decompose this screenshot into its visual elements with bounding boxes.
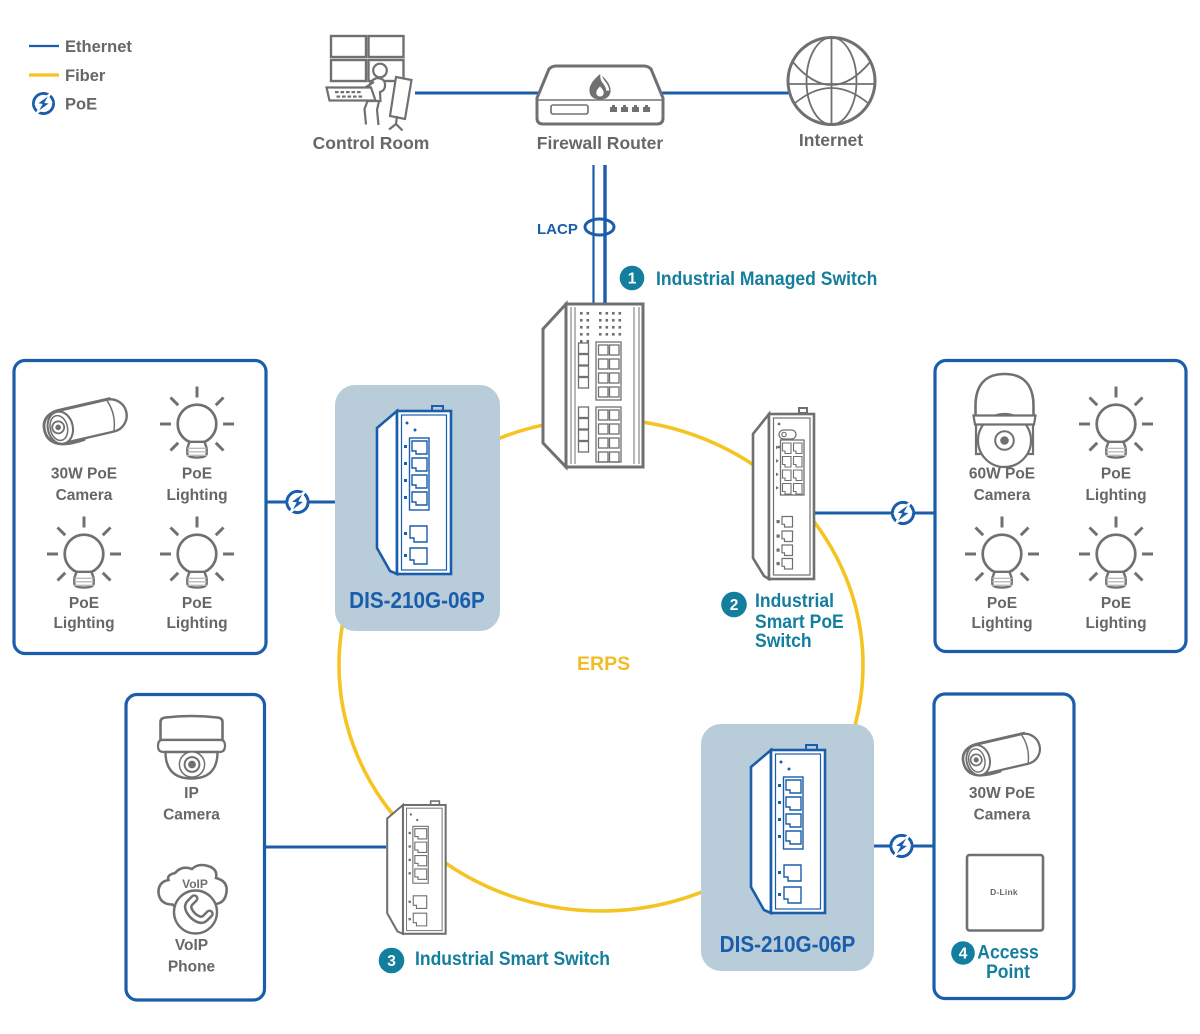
svg-text:PoE: PoE [1101, 466, 1131, 483]
svg-text:Lighting: Lighting [971, 615, 1032, 632]
svg-text:DIS-210G-06P: DIS-210G-06P [720, 931, 856, 957]
svg-text:PoE: PoE [65, 96, 97, 114]
svg-text:Firewall Router: Firewall Router [537, 133, 664, 153]
svg-text:LACP: LACP [537, 221, 578, 238]
svg-text:Fiber: Fiber [65, 67, 106, 85]
svg-text:1: 1 [628, 271, 637, 288]
svg-text:Control Room: Control Room [313, 133, 430, 153]
svg-text:DIS-210G-06P: DIS-210G-06P [349, 587, 485, 613]
svg-text:60W PoE: 60W PoE [969, 466, 1035, 483]
svg-text:Point: Point [986, 960, 1030, 982]
svg-text:Lighting: Lighting [1085, 487, 1146, 504]
svg-text:Camera: Camera [974, 487, 1031, 504]
svg-text:Camera: Camera [56, 487, 113, 504]
svg-text:4: 4 [959, 946, 968, 963]
svg-text:Internet: Internet [799, 130, 863, 150]
svg-text:3: 3 [387, 953, 396, 970]
svg-text:Industrial Smart Switch: Industrial Smart Switch [415, 947, 610, 969]
svg-text:Camera: Camera [163, 807, 220, 824]
svg-text:Phone: Phone [168, 959, 216, 976]
svg-text:Lighting: Lighting [166, 487, 227, 504]
svg-text:Lighting: Lighting [166, 615, 227, 632]
svg-text:Smart PoE: Smart PoE [755, 610, 844, 632]
svg-text:IP: IP [184, 785, 199, 802]
svg-text:PoE: PoE [1101, 595, 1131, 612]
svg-text:Switch: Switch [755, 629, 812, 651]
svg-text:Industrial: Industrial [755, 589, 834, 611]
svg-text:Lighting: Lighting [53, 615, 114, 632]
svg-text:VoIP: VoIP [175, 937, 208, 954]
svg-text:Camera: Camera [974, 807, 1031, 824]
svg-text:Access: Access [977, 941, 1038, 963]
svg-text:30W PoE: 30W PoE [51, 466, 117, 483]
svg-text:30W PoE: 30W PoE [969, 785, 1035, 802]
svg-text:PoE: PoE [182, 595, 212, 612]
svg-text:PoE: PoE [69, 595, 99, 612]
svg-text:PoE: PoE [182, 466, 212, 483]
svg-text:Lighting: Lighting [1085, 615, 1146, 632]
svg-text:PoE: PoE [987, 595, 1017, 612]
svg-text:Industrial Managed Switch: Industrial Managed Switch [656, 267, 877, 289]
svg-text:ERPS: ERPS [577, 653, 630, 675]
svg-text:VoIP: VoIP [182, 877, 208, 891]
svg-text:D-Link: D-Link [990, 887, 1018, 897]
svg-text:Ethernet: Ethernet [65, 38, 132, 56]
svg-text:2: 2 [730, 597, 739, 614]
